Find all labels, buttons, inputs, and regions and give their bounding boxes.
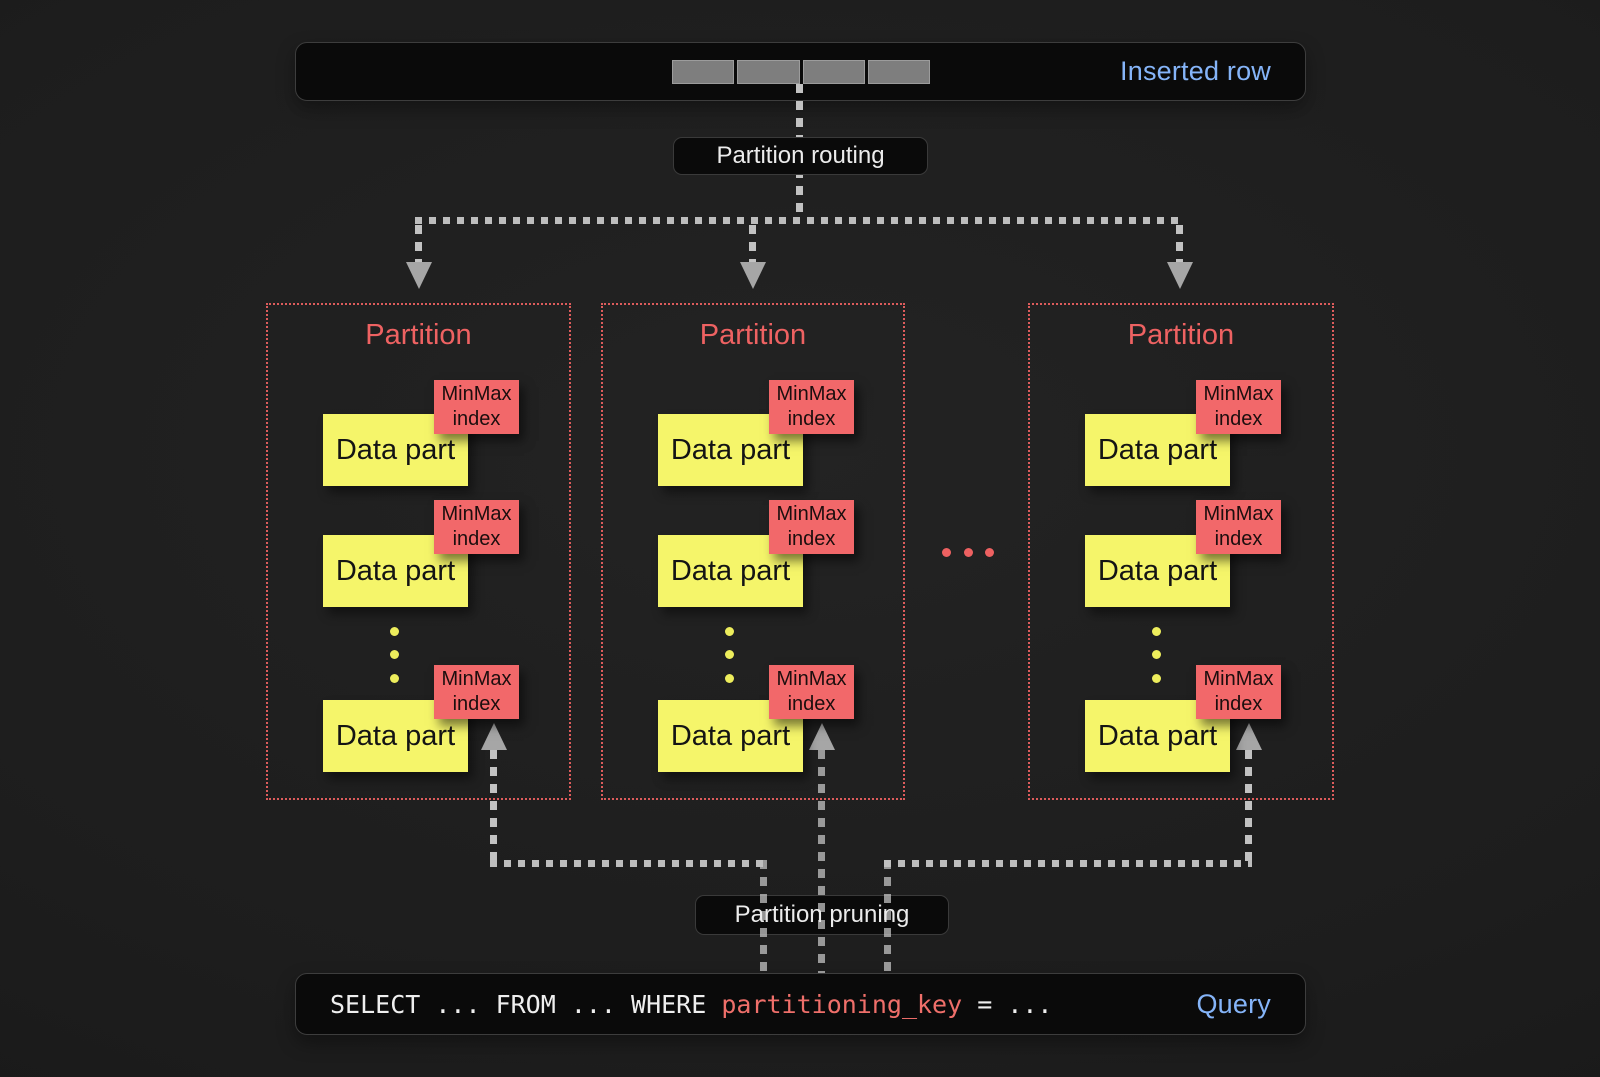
partition-box-2: Partition MinMax index Data part MinMax … (601, 303, 905, 800)
inserted-row-segments (672, 60, 930, 84)
pruning-rail-right (884, 860, 1252, 867)
arrow-up-icon (1236, 723, 1262, 750)
more-parts-ellipsis-dot (725, 627, 734, 636)
partition-box-1: Partition MinMax index Data part MinMax … (266, 303, 571, 800)
more-parts-ellipsis-dot (390, 674, 399, 683)
more-parts-ellipsis-dot (1152, 674, 1161, 683)
down-arrow-line (749, 225, 756, 263)
fanout-line (415, 217, 1184, 224)
minmax-index-badge: MinMax index (434, 665, 519, 719)
row-segment (672, 60, 735, 84)
query-label: Query (1196, 988, 1271, 1019)
more-partitions-ellipsis-dot (942, 548, 951, 557)
sql-text: SELECT ... FROM ... WHERE partitioning_k… (330, 990, 1052, 1019)
sql-partitioning-key: partitioning_key (721, 989, 963, 1019)
sql-prefix: SELECT ... FROM ... WHERE (330, 989, 722, 1019)
pruning-line (884, 860, 891, 973)
partition-title: Partition (365, 319, 472, 351)
minmax-index-badge: MinMax index (1196, 380, 1281, 434)
minmax-index-badge: MinMax index (769, 380, 854, 434)
more-partitions-ellipsis-dot (985, 548, 994, 557)
down-arrow-line (415, 225, 422, 263)
pruning-line (760, 860, 767, 973)
arrow-up-icon (481, 723, 507, 750)
arrow-up-icon (809, 723, 835, 750)
more-parts-ellipsis-dot (725, 674, 734, 683)
partition-box-3: Partition MinMax index Data part MinMax … (1028, 303, 1334, 800)
arrow-down-icon (406, 262, 432, 289)
row-segment (737, 60, 800, 84)
sql-suffix: = ... (962, 989, 1053, 1019)
more-parts-ellipsis-dot (390, 650, 399, 659)
partition-routing-label: Partition routing (673, 137, 928, 175)
up-arrow-line (490, 750, 497, 864)
arrow-down-icon (740, 262, 766, 289)
minmax-index-badge: MinMax index (1196, 500, 1281, 554)
row-segment (802, 60, 865, 84)
arrow-down-icon (1167, 262, 1193, 289)
more-parts-ellipsis-dot (1152, 650, 1161, 659)
more-parts-ellipsis-dot (390, 627, 399, 636)
pruning-rail-left (490, 860, 767, 867)
down-arrow-line (1176, 225, 1183, 263)
more-partitions-ellipsis-dot (964, 548, 973, 557)
minmax-index-badge: MinMax index (1196, 665, 1281, 719)
minmax-index-badge: MinMax index (434, 380, 519, 434)
partition-title: Partition (699, 319, 807, 351)
partition-routing-text: Partition routing (716, 142, 885, 169)
partition-pruning-text: Partition pruning (734, 901, 910, 928)
inserted-row-label: Inserted row (1120, 56, 1271, 86)
partition-title: Partition (1127, 319, 1235, 351)
inserted-row-panel: Inserted row (295, 42, 1306, 101)
more-parts-ellipsis-dot (725, 650, 734, 659)
up-arrow-line (1245, 750, 1252, 864)
row-segment (867, 60, 930, 84)
minmax-index-badge: MinMax index (769, 500, 854, 554)
pruning-line (818, 750, 825, 973)
minmax-index-badge: MinMax index (434, 500, 519, 554)
minmax-index-badge: MinMax index (769, 665, 854, 719)
query-panel: SELECT ... FROM ... WHERE partitioning_k… (295, 973, 1306, 1035)
more-parts-ellipsis-dot (1152, 627, 1161, 636)
